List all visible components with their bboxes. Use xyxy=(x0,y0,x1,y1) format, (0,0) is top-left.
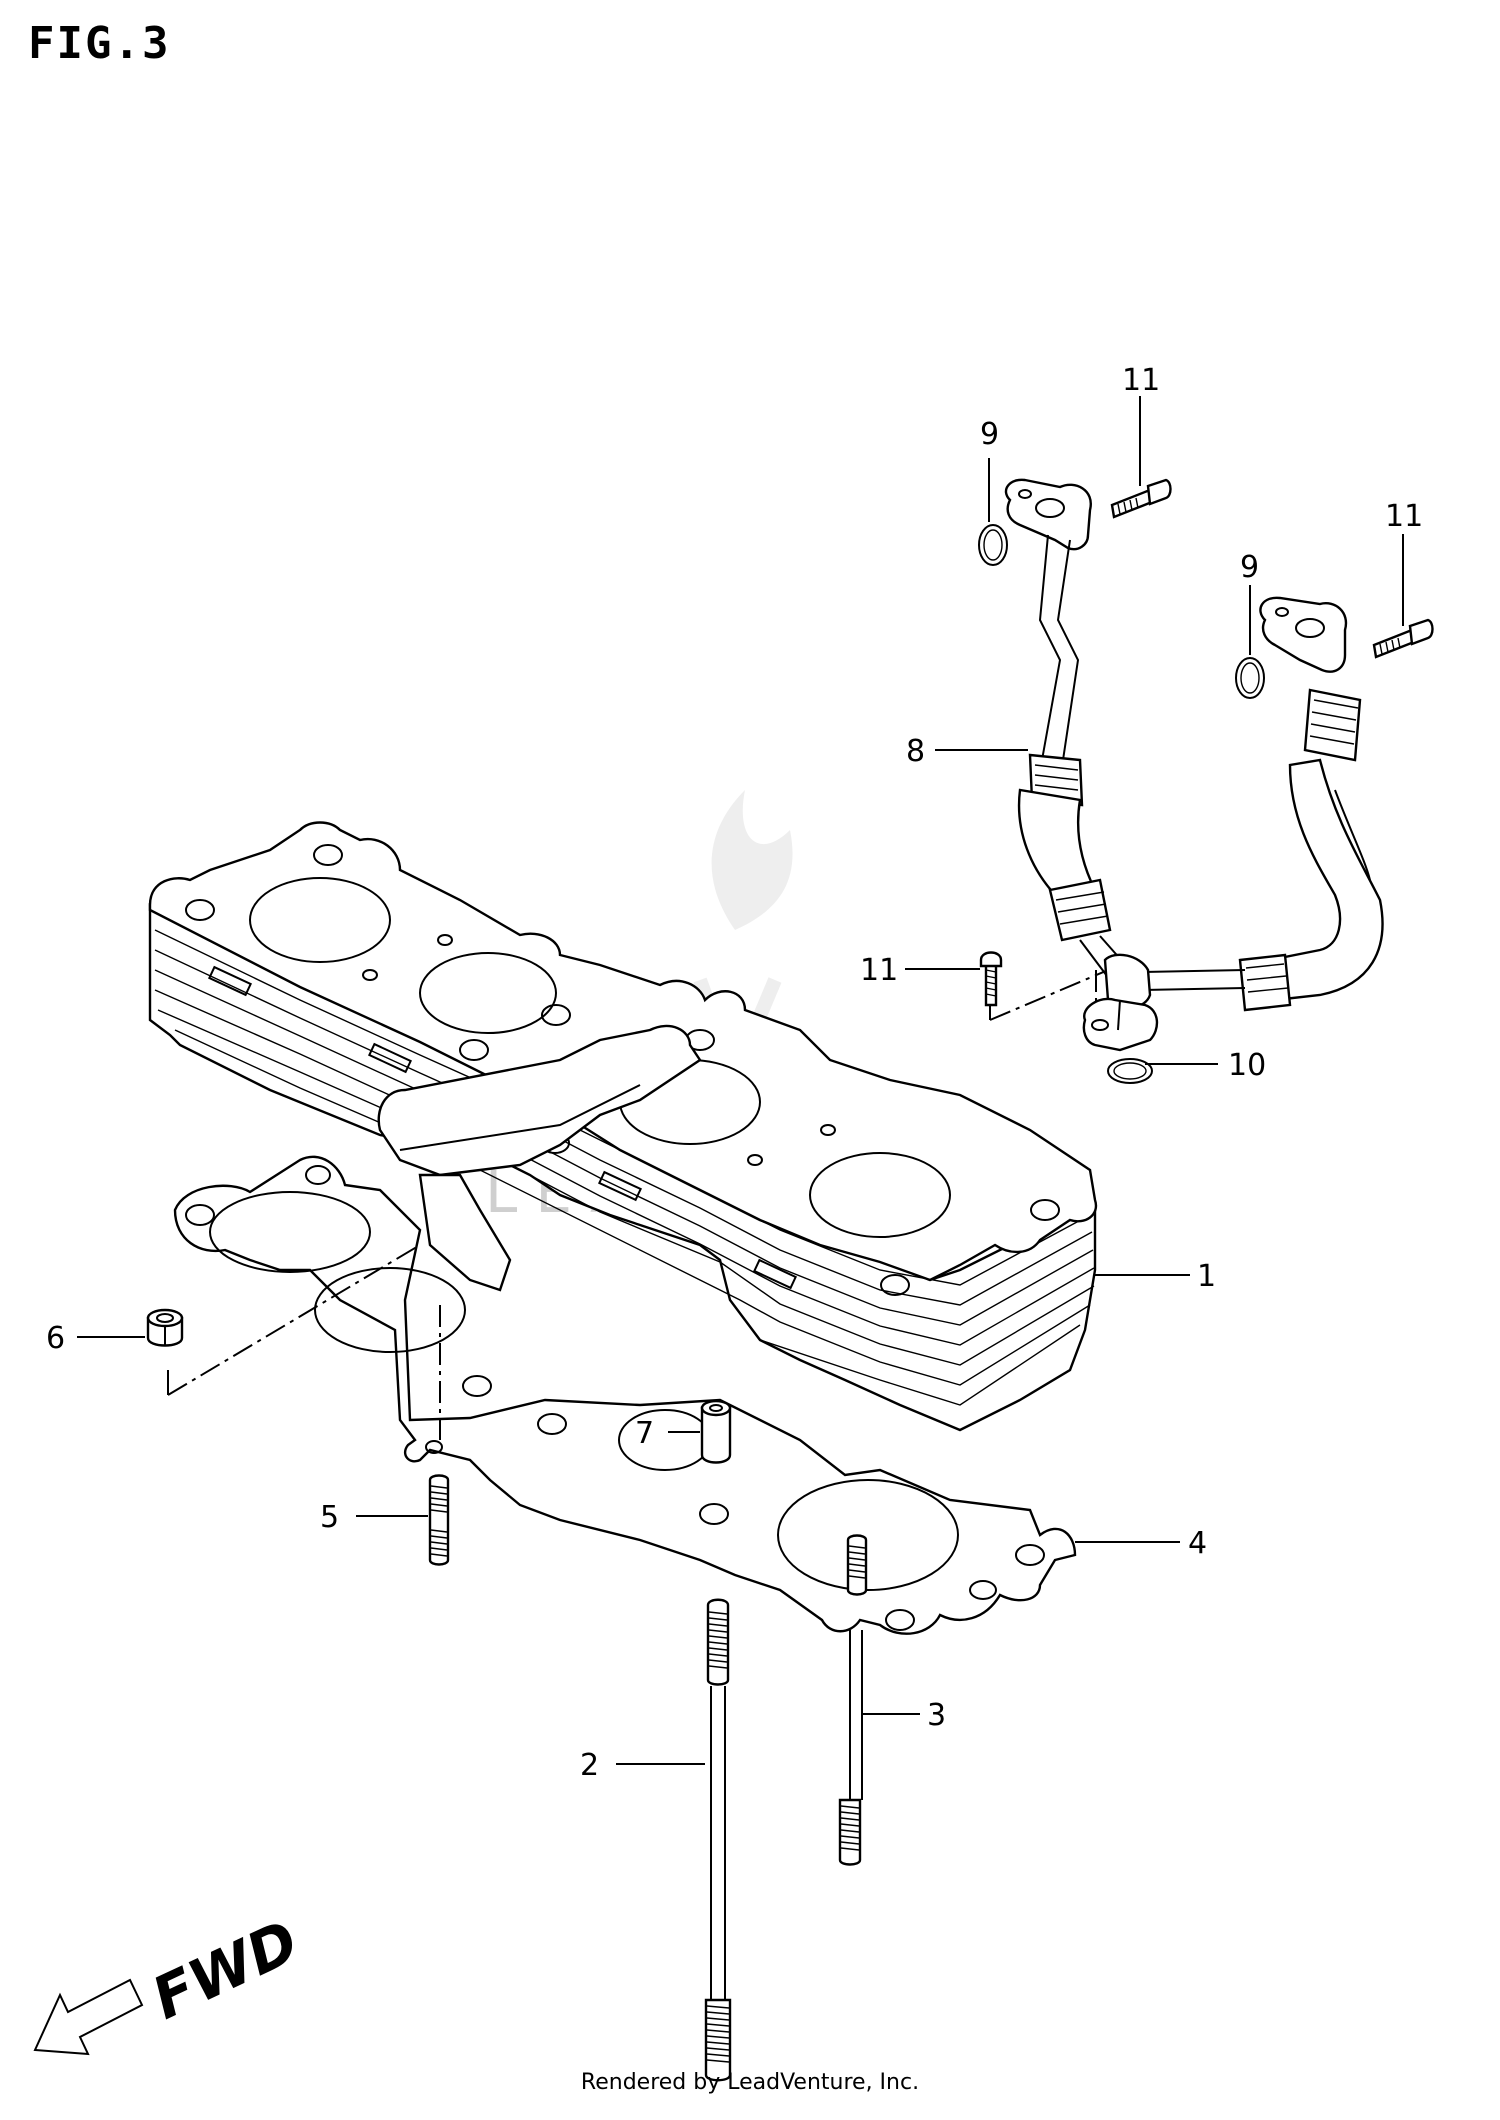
o-ring-9-right[interactable] xyxy=(1235,657,1265,699)
cylinder-base-gasket[interactable] xyxy=(173,1155,1077,1635)
bolt-11-top[interactable] xyxy=(1110,478,1172,519)
callout-8: 8 xyxy=(906,734,925,769)
bolt-11-bottom[interactable] xyxy=(979,951,1003,1007)
callout-9-right: 9 xyxy=(1240,550,1259,585)
bolt-11-right[interactable] xyxy=(1372,618,1434,659)
forward-label: FWD xyxy=(142,1907,308,2033)
leader-lines xyxy=(77,396,1404,1765)
stud-bolt-2[interactable] xyxy=(704,1598,732,2082)
callout-4: 4 xyxy=(1188,1526,1207,1561)
callout-9-left: 9 xyxy=(980,417,999,452)
cylinder-nut[interactable] xyxy=(146,1308,184,1347)
figure-title: FIG.3 xyxy=(28,18,171,69)
callout-11-bottom: 11 xyxy=(860,953,898,988)
callout-1: 1 xyxy=(1197,1259,1216,1294)
o-ring-9-left[interactable] xyxy=(978,524,1008,566)
callout-3: 3 xyxy=(927,1698,946,1733)
callout-11-right: 11 xyxy=(1385,499,1423,534)
dowel-pin[interactable] xyxy=(700,1399,732,1464)
callout-7: 7 xyxy=(635,1416,654,1451)
oil-hose-assembly[interactable] xyxy=(1004,478,1384,1052)
callout-6: 6 xyxy=(46,1321,65,1356)
cylinder-block[interactable] xyxy=(148,821,1098,1432)
callout-5: 5 xyxy=(320,1500,339,1535)
footer-credit: Rendered by LeadVenture, Inc. xyxy=(580,2070,920,2095)
forward-arrow-icon xyxy=(33,1978,144,2056)
guide-lines xyxy=(167,964,1121,1440)
callout-2: 2 xyxy=(580,1748,599,1783)
short-stud[interactable] xyxy=(428,1474,450,1566)
stud-bolt-3[interactable] xyxy=(838,1534,868,1866)
callout-10: 10 xyxy=(1228,1048,1266,1083)
callout-11-top: 11 xyxy=(1122,363,1160,398)
o-ring-10[interactable] xyxy=(1107,1058,1153,1084)
